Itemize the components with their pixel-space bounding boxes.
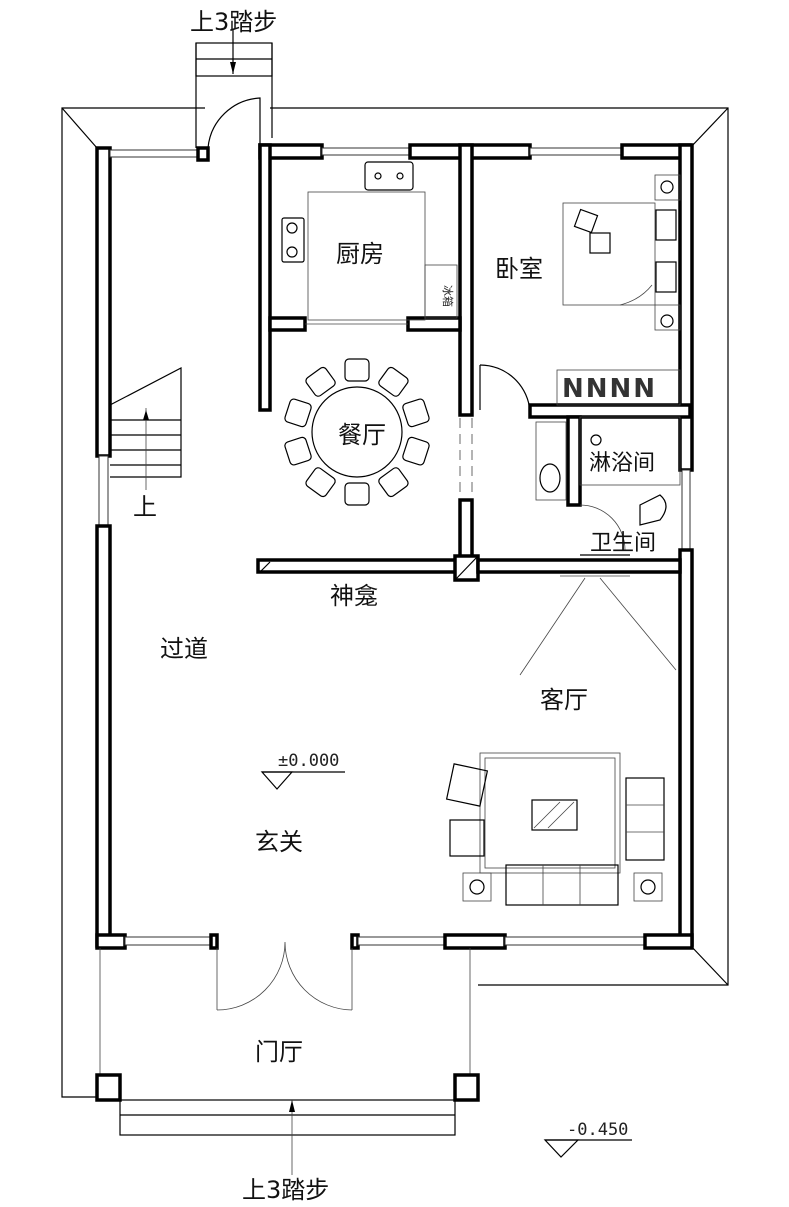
- room-label-toilet: 卫生间: [590, 531, 656, 556]
- elevation-indoor: ±0.000: [260, 751, 345, 790]
- wardrobe-marks: NNNN: [562, 374, 657, 404]
- front-porch: 门厅 上3踏步: [95, 941, 480, 1204]
- bedroom: NNNN 卧室: [495, 174, 681, 406]
- interior-walls: [256, 143, 692, 676]
- dining-chair: [378, 366, 409, 397]
- bathroom: 淋浴间 卫生间: [535, 416, 681, 556]
- room-label-living: 客厅: [540, 686, 588, 714]
- stair-up-label: 上: [133, 493, 157, 521]
- room-label-corridor: 过道: [160, 635, 208, 663]
- dining-chair: [284, 398, 312, 428]
- dining-chair: [378, 467, 409, 498]
- room-label-kitchen: 厨房: [336, 240, 384, 268]
- elevation-outdoor: -0.450: [543, 1120, 632, 1158]
- dining: [284, 358, 430, 506]
- dining-chair: [402, 436, 430, 466]
- fridge-label: 冰箱: [441, 285, 455, 307]
- elevation-indoor-value: ±0.000: [278, 751, 339, 771]
- room-label-dining: 餐厅: [338, 421, 386, 449]
- dining-chair: [305, 366, 336, 397]
- living-furniture: [445, 752, 665, 906]
- room-label-foyer: 玄关: [255, 828, 303, 856]
- dining-chair: [284, 436, 312, 466]
- room-label-shower: 淋浴间: [589, 451, 655, 476]
- dining-chair: [344, 358, 370, 382]
- room-label-porch: 门厅: [255, 1038, 303, 1066]
- room-label-bedroom: 卧室: [495, 255, 543, 283]
- elevation-outdoor-value: -0.450: [567, 1120, 628, 1140]
- kitchen: 厨房 冰箱: [281, 161, 458, 321]
- steps-bottom-label: 上3踏步: [242, 1176, 329, 1204]
- dining-chair: [402, 398, 430, 428]
- dining-table: [311, 386, 403, 478]
- roof-outline: [61, 107, 729, 1098]
- steps-top-label: 上3踏步: [190, 8, 277, 36]
- stair: 上: [109, 367, 182, 521]
- dining-chair: [344, 482, 370, 506]
- room-label-shrine: 神龛: [330, 582, 378, 610]
- exterior-walls: [95, 97, 694, 950]
- dining-chair: [305, 467, 336, 498]
- top-steps: 上3踏步: [190, 8, 277, 148]
